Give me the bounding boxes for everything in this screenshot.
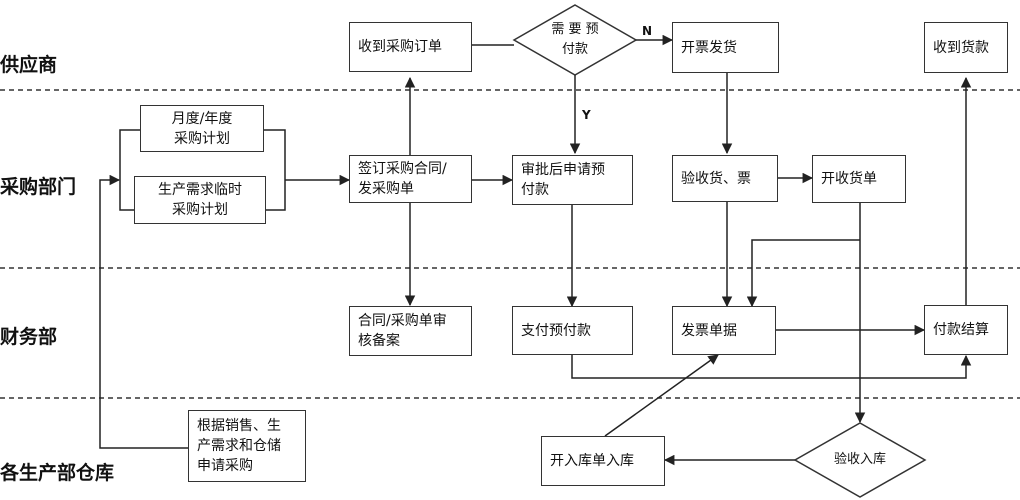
inspect-goods-label: 验收货、票	[681, 170, 751, 187]
invoice-docs-box: 发票单据	[672, 306, 776, 355]
flag-yes: Y	[582, 108, 591, 122]
inspect-storage-diamond	[793, 422, 927, 498]
warehouse-entry-label: 开入库单入库	[550, 453, 634, 469]
sign-contract-label: 签订采购合同/ 发采购单	[358, 161, 447, 197]
warehouse-entry-box: 开入库单入库	[541, 436, 665, 486]
invoice-ship-label: 开票发货	[681, 39, 737, 56]
pay-advance-box: 支付预付款	[512, 306, 633, 355]
invoice-docs-label: 发票单据	[681, 322, 737, 339]
plan-bracket-left	[119, 129, 140, 211]
sign-contract-box: 签订采购合同/ 发采购单	[349, 155, 472, 203]
pay-advance-label: 支付预付款	[521, 322, 591, 339]
receive-payment-box: 收到货款	[924, 22, 1008, 73]
lane-label-finance: 财务部	[0, 326, 58, 348]
lane-label-supplier: 供应商	[0, 54, 58, 76]
invoice-ship-box: 开票发货	[672, 22, 779, 73]
monthly-plan-box: 月度/年度 采购计划	[140, 105, 264, 152]
temp-plan-box: 生产需求临时 采购计划	[134, 176, 266, 224]
lane-label-purchasing: 采购部门	[0, 176, 77, 198]
settle-payment-label: 付款结算	[933, 322, 989, 338]
receive-order-box: 收到采购订单	[349, 22, 472, 72]
apply-prepay-label: 审批后申请预 付款	[521, 162, 605, 198]
apply-prepay-box: 审批后申请预 付款	[512, 155, 633, 205]
advance-to-settle-arrow	[571, 354, 972, 379]
flag-no: N	[642, 24, 653, 38]
issue-receipt-label: 开收货单	[821, 171, 877, 187]
lane-label-warehouse: 各生产部仓库	[0, 462, 115, 484]
contract-review-box: 合同/采购单审 核备案	[349, 306, 472, 356]
inspect-storage-label: 验收入库	[833, 452, 886, 467]
request-purchase-box: 根据销售、生 产需求和仓储 申请采购	[188, 410, 306, 482]
request-purchase-label: 根据销售、生 产需求和仓储 申请采购	[197, 418, 281, 474]
settle-payment-box: 付款结算	[924, 305, 1008, 355]
request-to-plans-arrow	[99, 174, 188, 449]
receipt-to-docs-arrow	[746, 239, 860, 308]
issue-receipt-box: 开收货单	[812, 155, 906, 203]
need-prepay-label: 需 要 预 付款	[551, 22, 599, 57]
receive-order-label: 收到采购订单	[358, 39, 442, 55]
inspect-goods-box: 验收货、票	[672, 155, 778, 202]
contract-review-label: 合同/采购单审 核备案	[358, 313, 447, 349]
receive-payment-label: 收到货款	[933, 39, 989, 56]
plan-bracket-right	[263, 129, 286, 211]
entry-to-docs-arrow	[604, 354, 719, 437]
temp-plan-label: 生产需求临时 采购计划	[158, 182, 242, 218]
monthly-plan-label: 月度/年度 采购计划	[171, 110, 233, 147]
